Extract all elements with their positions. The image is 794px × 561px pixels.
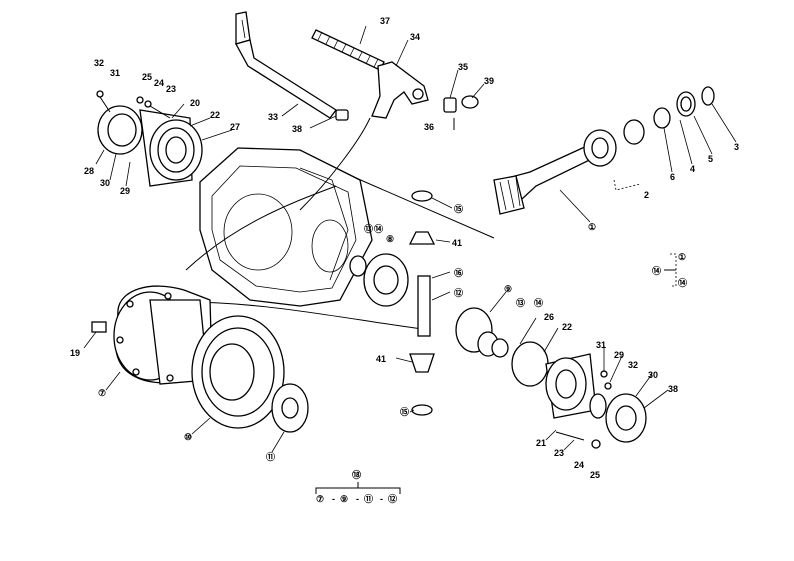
callout-41-bottom: 41: [376, 354, 386, 364]
callout-16: ⑯: [454, 267, 463, 278]
shift-fork: [371, 61, 429, 119]
callout-8: ⑧: [386, 234, 394, 244]
callout-19: 19: [70, 348, 80, 358]
callout-23-left: 23: [166, 84, 176, 94]
callout-41-top: 41: [452, 238, 462, 248]
callout-24-left: 24: [154, 78, 164, 88]
callout-7: ⑦: [98, 388, 106, 398]
group-right-item-1: ①: [678, 252, 686, 262]
callout-27: 27: [230, 122, 240, 132]
callout-4: 4: [690, 164, 695, 174]
differential-case: [91, 285, 213, 385]
callout-37: 37: [380, 16, 390, 26]
callout-26: 26: [544, 312, 554, 322]
callout-21: 21: [536, 438, 546, 448]
group-bottom-item-2: ⑨: [340, 494, 348, 504]
leader-lines: [83, 25, 737, 453]
callout-13-mid: ⑬: [516, 297, 525, 308]
callout-labels: 37 34 35 39 36 33 38 32 31 25 24 23 20 2…: [70, 16, 739, 480]
transaxle-housing: [199, 147, 373, 307]
callout-24-right: 24: [574, 460, 584, 470]
callout-15-bottom: ⑮: [400, 406, 409, 417]
shift-spring: [311, 29, 385, 71]
callout-29-left: 29: [120, 186, 130, 196]
pinion-shaft: [493, 86, 715, 215]
callout-22-right: 22: [562, 322, 572, 332]
group-bottom-sep-2: -: [356, 494, 359, 504]
left-bearing-cover: [96, 90, 203, 187]
callout-20: 20: [190, 98, 200, 108]
callout-32-right: 32: [628, 360, 638, 370]
callout-34: 34: [410, 32, 420, 42]
callout-25-left: 25: [142, 72, 152, 82]
callout-29-right: 29: [614, 350, 624, 360]
callout-40-right-group: ⑭: [652, 265, 661, 276]
callout-25-right: 25: [590, 470, 600, 480]
group-bottom-sep-1: -: [332, 494, 335, 504]
group-bottom-key: ⑱: [352, 469, 361, 480]
callout-32-left: 32: [94, 58, 104, 68]
group-bottom-item-3: ⑪: [364, 493, 373, 504]
callout-9: ⑨: [504, 284, 512, 294]
right-bearing-cover: [511, 341, 647, 449]
callout-13-top: ⑬: [364, 223, 373, 234]
callout-14-top: ⑭: [374, 223, 383, 234]
callout-5: 5: [708, 154, 713, 164]
callout-11: ⑪: [266, 451, 275, 462]
callout-33: 33: [268, 112, 278, 122]
callout-3: 3: [734, 142, 739, 152]
callout-6: 6: [670, 172, 675, 182]
callout-30-left: 30: [100, 178, 110, 188]
group-bottom-item-1: ⑦: [316, 494, 324, 504]
fork-small-parts: [335, 95, 479, 130]
callout-28: 28: [84, 166, 94, 176]
callout-30-right: 30: [648, 370, 658, 380]
shift-lever: [235, 11, 337, 119]
callout-14-mid: ⑭: [534, 297, 543, 308]
group-bottom: ⑱ ⑦ - ⑨ - ⑪ - ⑫: [316, 469, 397, 504]
group-indicator-right: [664, 253, 677, 287]
callout-10: ⑩: [184, 432, 192, 442]
group-bottom-item-4: ⑫: [388, 493, 397, 504]
group-indicator-bottom: [315, 482, 401, 494]
callout-2: 2: [644, 190, 649, 200]
callout-31-right: 31: [596, 340, 606, 350]
callout-36: 36: [424, 122, 434, 132]
ring-gear: [191, 315, 309, 433]
callout-38-top: 38: [292, 124, 302, 134]
side-gears: [349, 190, 509, 416]
group-bottom-sep-3: -: [380, 494, 383, 504]
callout-12: ⑫: [454, 287, 463, 298]
callout-22-left: 22: [210, 110, 220, 120]
group-right-items: ① ⑭: [678, 252, 687, 288]
callout-23-right: 23: [554, 448, 564, 458]
callout-31-left: 31: [110, 68, 120, 78]
callout-15-top: ⑮: [454, 203, 463, 214]
callout-38-right: 38: [668, 384, 678, 394]
callout-35: 35: [458, 62, 468, 72]
group-right-item-2: ⑭: [678, 277, 687, 288]
callout-1: ①: [588, 222, 596, 232]
callout-39: 39: [484, 76, 494, 86]
